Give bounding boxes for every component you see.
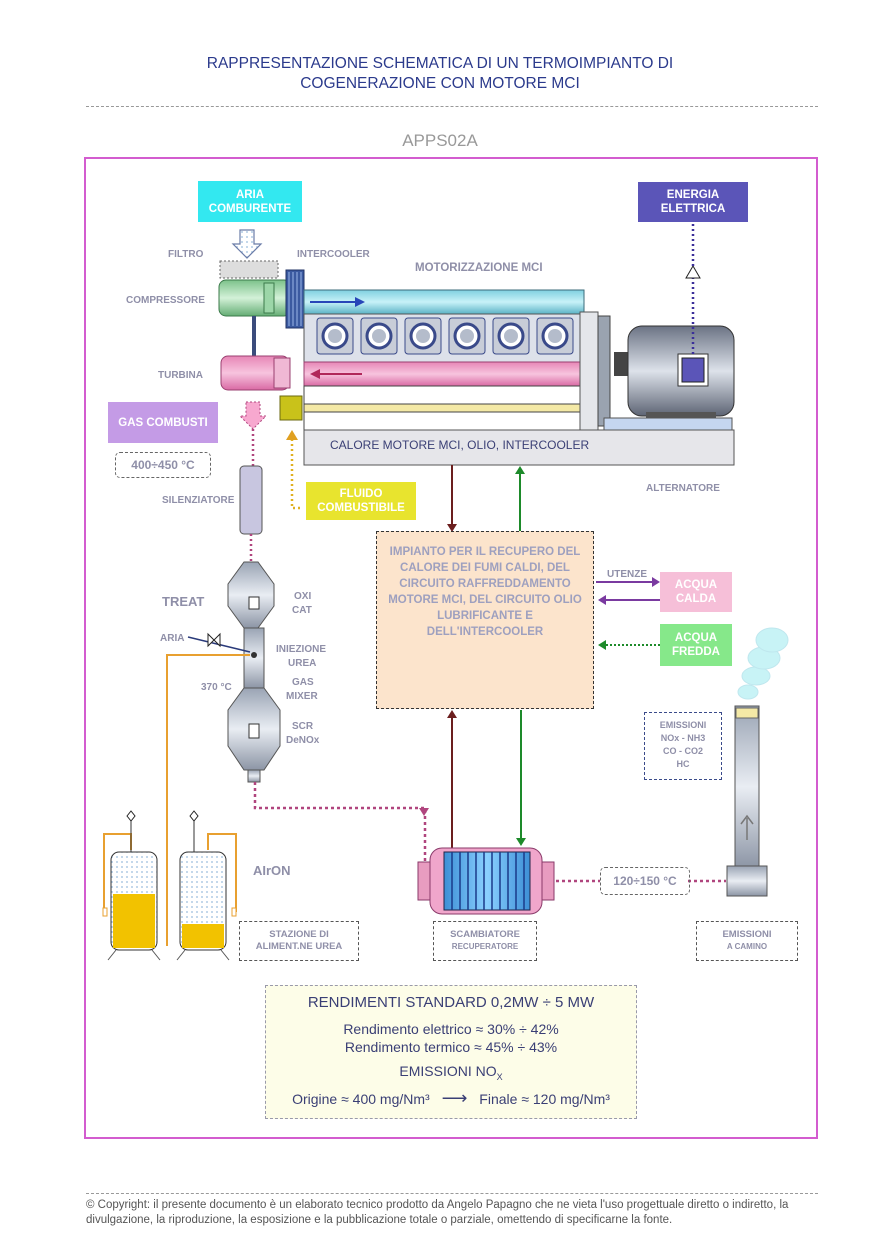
aria-label: ARIA	[160, 633, 185, 644]
fluido-combustibile-box: FLUIDO COMBUSTIBILE	[306, 482, 416, 520]
temp-370-label: 370 °C	[201, 682, 232, 693]
filtro-label: FILTRO	[168, 249, 204, 260]
urea-tank-2-icon	[176, 810, 230, 961]
emissioni-title: EMISSIONI	[659, 720, 707, 730]
treat-label: TREAT	[162, 594, 205, 609]
silencer-icon	[239, 465, 263, 535]
iniezione-label: INIEZIONE	[276, 644, 327, 655]
emissioni-camino-box: EMISSIONI A CAMINO	[696, 921, 798, 961]
title-line-1: RAPPRESENTAZIONE SCHEMATICA DI UN TERMOI…	[206, 55, 674, 72]
document-title: RAPPRESENTAZIONE SCHEMATICA DI UN TERMOI…	[0, 54, 880, 94]
exchanger-arrows	[447, 710, 526, 848]
scr-label: SCR	[292, 721, 314, 732]
right-arrow-icon: ⟶	[441, 1087, 468, 1108]
fumi-temperature-box: 120÷150 °C	[600, 867, 690, 895]
fuel-line	[290, 432, 300, 510]
heat-recovery-box: IMPIANTO PER IL RECUPERO DEL CALORE DEI …	[376, 531, 594, 709]
nox-subscript: X	[496, 1071, 503, 1082]
emissioni-line-2: CO - CO2	[662, 746, 703, 756]
smoke-plume-icon	[737, 627, 789, 700]
gas-combusti-box: GAS COMBUSTI	[108, 402, 218, 443]
nox-finale: Finale ≈ 120 mg/Nm³	[479, 1090, 610, 1107]
camino-line-1: EMISSIONI	[722, 929, 772, 940]
emissioni-line-3: HC	[676, 759, 690, 769]
filter-icon	[219, 260, 279, 279]
denox-label: DeNOx	[286, 735, 320, 746]
aria-comburente-box: ARIA COMBURENTE	[198, 181, 302, 222]
rendimento-elettrico: Rendimento elettrico ≈ 30% ÷ 42%	[343, 1021, 559, 1037]
gas-label: GAS	[292, 677, 314, 688]
air-intake-arrow-icon	[231, 229, 263, 259]
scambiatore-box: SCAMBIATORE RECUPERATORE	[433, 921, 537, 961]
engine-heat-band	[303, 429, 735, 466]
intercooler-icon	[285, 269, 305, 329]
heat-exchanger-icon	[417, 847, 555, 915]
diagram-frame	[84, 157, 818, 1139]
footer-divider	[86, 1193, 818, 1194]
compressore-label: COMPRESSORE	[126, 295, 205, 306]
airon-label: AIrON	[253, 863, 291, 878]
stack-chimney-icon	[726, 705, 768, 897]
header-divider	[86, 106, 818, 107]
nox-origine: Origine ≈ 400 mg/Nm³	[292, 1090, 430, 1107]
motorizzazione-label: MOTORIZZAZIONE MCI	[415, 262, 543, 274]
exhaust-arrow-icon	[238, 401, 268, 430]
stazione-urea-box: STAZIONE DI ALIMENT.NE UREA	[239, 921, 359, 961]
mixer-label: MIXER	[286, 691, 318, 702]
cat-label: CAT	[292, 605, 312, 616]
cylinder-row	[316, 317, 574, 355]
stazione-urea-line-1: STAZIONE DI	[269, 929, 329, 940]
gas-temperature-box: 400÷450 °C	[115, 452, 211, 478]
performance-box: RENDIMENTI STANDARD 0,2MW ÷ 5 MW Rendime…	[265, 985, 637, 1119]
rendimento-termico: Rendimento termico ≈ 45% ÷ 43%	[344, 1039, 558, 1055]
utenze-arrows	[596, 577, 660, 650]
scr-denox-icon	[227, 687, 281, 783]
turbine-icon	[220, 355, 291, 391]
title-line-2: COGENERAZIONE CON MOTORE MCI	[300, 75, 580, 92]
exhaust-to-exchanger-line	[253, 782, 427, 872]
document-code: APPS02A	[402, 131, 478, 150]
alternatore-label: ALTERNATORE	[646, 483, 720, 494]
emissioni-composition-box: EMISSIONI NOx - NH3 CO - CO2 HC	[644, 712, 722, 780]
alternator-icon	[603, 325, 735, 431]
emissioni-nox-title: EMISSIONI NOX	[399, 1063, 503, 1082]
air-valve-line	[187, 632, 251, 653]
stazione-urea-line-2: ALIMENT.NE UREA	[255, 941, 343, 952]
emissioni-line-1: NOx - NH3	[660, 733, 706, 743]
scambiatore-line-2: RECUPERATORE	[451, 942, 519, 951]
performance-title: RENDIMENTI STANDARD 0,2MW ÷ 5 MW	[307, 994, 595, 1011]
intercooler-label: INTERCOOLER	[297, 249, 370, 260]
heat-recovery-text: IMPIANTO PER IL RECUPERO DEL CALORE DEI …	[388, 546, 582, 638]
engine-heat-exchange-arrows	[447, 465, 525, 532]
urea-injection-point	[251, 652, 257, 658]
compressor-icon	[218, 279, 292, 317]
energia-elettrica-box: ENERGIA ELETTRICA	[638, 182, 748, 222]
electric-output-line	[685, 222, 701, 354]
fuel-injector-icon	[279, 395, 303, 421]
silenziatore-label: SILENZIATORE	[162, 495, 235, 506]
engine-block	[303, 289, 611, 431]
copyright-footer: © Copyright: il presente documento è un …	[86, 1199, 789, 1226]
oxi-cat-icon	[227, 561, 275, 689]
urea-tank-1-icon	[107, 810, 161, 961]
acqua-calda-box: ACQUA CALDA	[660, 572, 732, 612]
camino-line-2: A CAMINO	[726, 942, 768, 951]
oxi-label: OXI	[294, 591, 312, 602]
scambiatore-line-1: SCAMBIATORE	[450, 929, 520, 940]
utenze-label: UTENZE	[607, 569, 647, 580]
acqua-fredda-box: ACQUA FREDDA	[660, 624, 732, 666]
turbina-label: TURBINA	[158, 370, 203, 381]
nox-values: Origine ≈ 400 mg/Nm³ ⟶ Finale ≈ 120 mg/N…	[266, 1088, 636, 1109]
urea-label: UREA	[288, 658, 317, 669]
engine-heat-label: CALORE MOTORE MCI, OLIO, INTERCOOLER	[330, 438, 590, 452]
